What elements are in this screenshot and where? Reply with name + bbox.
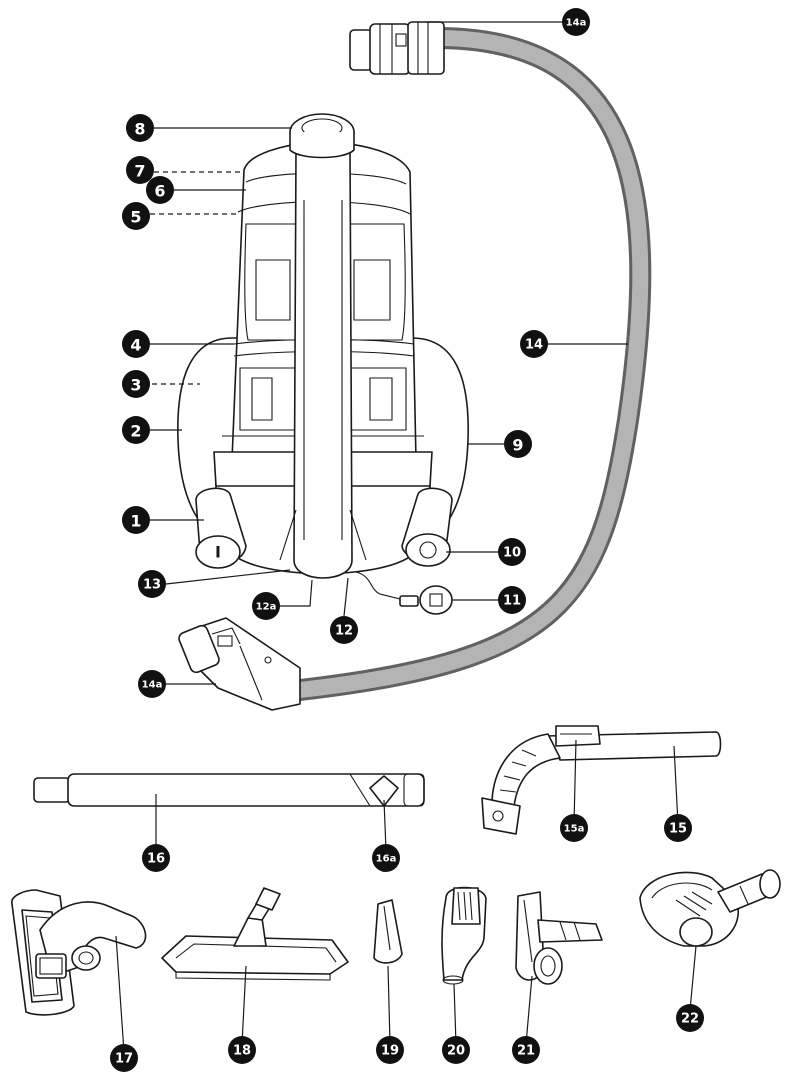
callout-12a: 12a <box>252 592 280 620</box>
power-cord-plug <box>355 571 453 615</box>
hose-top-cuff <box>349 21 445 75</box>
callout-14-label: 14 <box>525 338 543 353</box>
callout-6: 6 <box>146 176 174 204</box>
callout-10: 10 <box>498 538 526 566</box>
callout-18: 18 <box>228 1036 256 1064</box>
callout-18-label: 18 <box>233 1044 251 1059</box>
callout-12: 12 <box>330 616 358 644</box>
callout-22: 22 <box>676 1004 704 1032</box>
callout-2-label: 2 <box>130 422 141 441</box>
power-switch: I <box>195 487 247 569</box>
power-switch-mark: I <box>215 543 221 562</box>
callout-16-label: 16 <box>147 852 165 867</box>
callout-21-label: 21 <box>517 1044 535 1059</box>
callout-14a-top-label: 14a <box>566 18 587 29</box>
dusting-brush <box>441 886 487 985</box>
cable-rewind-button <box>401 487 453 567</box>
callout-8-label: 8 <box>134 120 145 139</box>
callout-16: 16 <box>142 844 170 872</box>
callout-1-label: 1 <box>130 512 141 531</box>
callout-5: 5 <box>122 202 150 230</box>
callout-20-label: 20 <box>447 1044 465 1059</box>
callout-4: 4 <box>122 330 150 358</box>
callout-20: 20 <box>442 1036 470 1064</box>
callout-15a-label: 15a <box>564 824 585 835</box>
hose-bottom-handle <box>178 617 301 711</box>
floor-nozzle-carpet <box>11 889 147 1016</box>
extension-tube <box>33 773 425 807</box>
callout-14a-top: 14a <box>562 8 590 36</box>
callout-17-label: 17 <box>115 1052 133 1067</box>
callout-13: 13 <box>138 570 166 598</box>
callout-10-label: 10 <box>503 546 521 561</box>
callout-9: 9 <box>504 430 532 458</box>
callout-3-label: 3 <box>130 376 141 395</box>
callout-19: 19 <box>376 1036 404 1064</box>
callout-14a-bottom-label: 14a <box>142 680 163 691</box>
callout-16a-label: 16a <box>376 854 397 865</box>
upholstery-tool <box>515 891 603 985</box>
turbo-brush <box>639 869 781 947</box>
callout-3: 3 <box>122 370 150 398</box>
callout-6-label: 6 <box>154 182 165 201</box>
callout-19-label: 19 <box>381 1044 399 1059</box>
hose <box>289 27 652 701</box>
callout-1: 1 <box>122 506 150 534</box>
callout-17: 17 <box>110 1044 138 1072</box>
callout-15: 15 <box>664 814 692 842</box>
callout-7-label: 7 <box>134 162 145 181</box>
callout-12-label: 12 <box>335 624 353 639</box>
callout-8: 8 <box>126 114 154 142</box>
callout-14a-bottom: 14a <box>138 670 166 698</box>
callout-9-label: 9 <box>512 436 523 455</box>
callout-15-label: 15 <box>669 822 687 837</box>
callout-4-label: 4 <box>130 336 141 355</box>
callout-11-label: 11 <box>503 594 521 609</box>
callout-5-label: 5 <box>130 208 141 227</box>
leader-lines <box>115 21 697 1053</box>
callout-7: 7 <box>126 156 154 184</box>
callout-14: 14 <box>520 330 548 358</box>
callout-22-label: 22 <box>681 1012 699 1027</box>
callout-13-label: 13 <box>143 578 161 593</box>
callout-12a-label: 12a <box>256 602 277 613</box>
floor-brush <box>161 887 349 981</box>
callout-16a: 16a <box>372 844 400 872</box>
carry-handle-spine <box>293 141 353 579</box>
crevice-tool <box>373 899 403 964</box>
callout-2: 2 <box>122 416 150 444</box>
callout-11: 11 <box>498 586 526 614</box>
callout-21: 21 <box>512 1036 540 1064</box>
curved-handle-wand <box>481 725 722 835</box>
callout-15a: 15a <box>560 814 588 842</box>
